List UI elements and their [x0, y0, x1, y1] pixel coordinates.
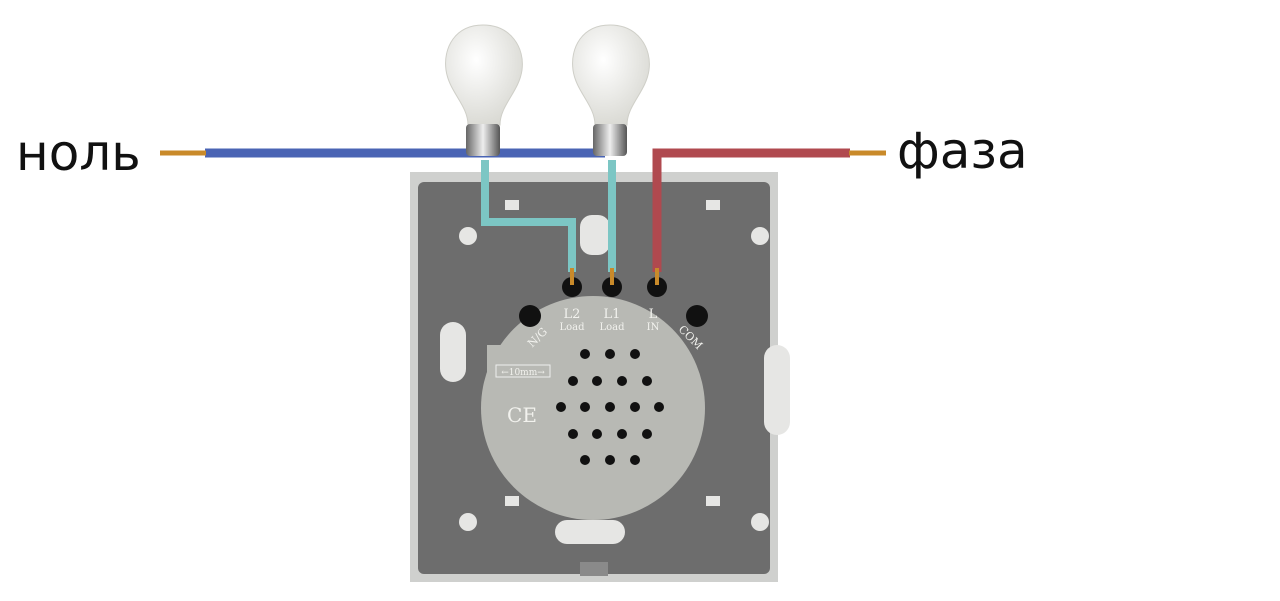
switch-module: L2 Load L1 Load L IN N/G COM ←10mm→ CE	[481, 277, 708, 520]
terminal-l2-sublabel: Load	[559, 322, 585, 333]
terminal-l	[647, 277, 667, 297]
scale-marking: ←10mm→	[501, 368, 545, 378]
bulb-1	[445, 24, 523, 156]
terminal-l1-label: L1	[604, 307, 621, 322]
speaker-holes	[556, 349, 664, 465]
load-wire-l2	[481, 160, 576, 272]
neutral-label: ноль	[16, 124, 141, 182]
terminal-com	[686, 305, 708, 327]
terminal-ng	[519, 305, 541, 327]
phase-label: фаза	[897, 122, 1028, 180]
phase-wire	[652, 148, 850, 272]
terminal-l-label: L	[649, 307, 658, 322]
terminal-l1	[602, 277, 622, 297]
bulb-2	[572, 24, 650, 156]
terminal-l2-label: L2	[564, 307, 581, 322]
terminal-l2	[562, 277, 582, 297]
terminal-l-sublabel: IN	[647, 322, 660, 333]
ce-mark: CE	[507, 403, 537, 427]
terminal-l1-sublabel: Load	[599, 322, 625, 333]
